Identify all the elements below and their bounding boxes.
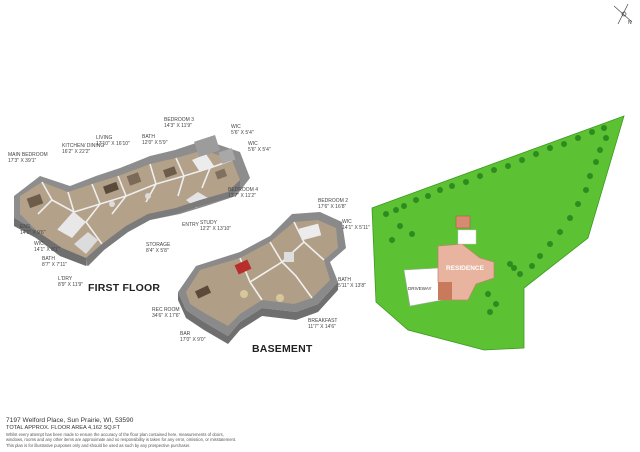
disclaimer-2: windows, rooms and any other items are a… [6, 437, 237, 442]
label-bedroom3: BEDROOM 314'3" x 11'9" [164, 117, 195, 129]
north-label: N [628, 20, 632, 26]
first-floor-plan [14, 134, 250, 266]
driveway-label: DRIVEWAY [408, 286, 432, 291]
label-entry: ENTRY [182, 222, 199, 228]
address: 7197 Welford Place, Sun Prairie, WI, 535… [6, 417, 134, 424]
compass-icon [613, 3, 633, 25]
tree-row [383, 125, 609, 315]
label-bedroom4: BEDROOM 413'7" x 11'2" [228, 187, 259, 199]
label-bedroom2: BEDROOM 217'6" x 16'8" [318, 198, 349, 210]
floor-area: TOTAL APPROX. FLOOR AREA 4,162 SQ.FT [6, 425, 120, 431]
first-floor-title: FIRST FLOOR [88, 282, 161, 294]
disclaimer-3: This plan is for illustrative purposes o… [6, 443, 191, 448]
residence-label: RESIDENCE [446, 265, 484, 272]
basement-title: BASEMENT [252, 343, 313, 355]
basement-plan [178, 212, 346, 344]
disclaimer-1: Whilst every attempt has been made to en… [6, 432, 224, 437]
